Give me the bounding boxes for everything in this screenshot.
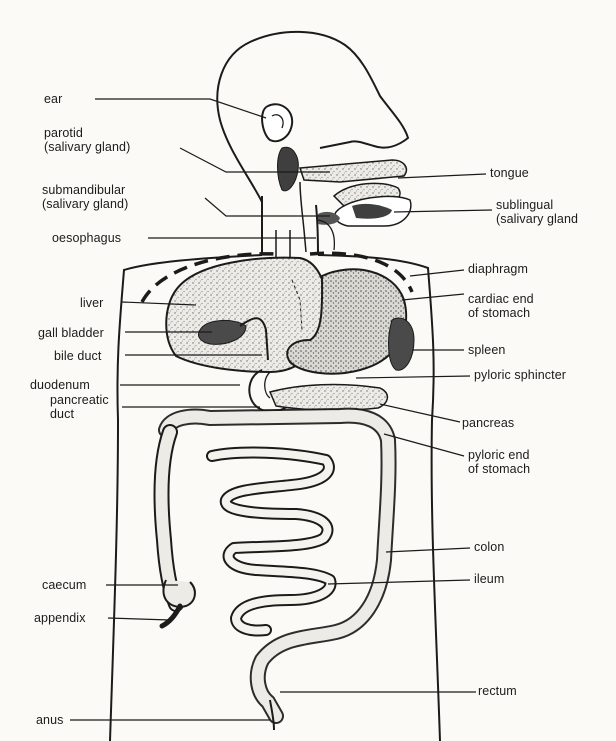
mouth-roof <box>300 160 406 182</box>
label-diaphragm: diaphragm <box>468 262 528 276</box>
label-spleen: spleen <box>468 343 505 357</box>
ear-shape <box>262 104 292 141</box>
label-oesophagus: oesophagus <box>52 231 121 245</box>
pharynx <box>300 182 306 252</box>
label-pancreas: pancreas <box>462 416 514 430</box>
pancreas-shape <box>270 385 387 411</box>
label-gall-bladder: gall bladder <box>38 326 104 340</box>
label-rectum: rectum <box>478 684 517 698</box>
spleen-shape <box>389 318 414 370</box>
label-sublingual: sublingual(salivary gland <box>496 198 578 226</box>
caecum-shape <box>163 580 194 607</box>
label-appendix: appendix <box>34 611 86 625</box>
label-caecum: caecum <box>42 578 86 592</box>
label-ear: ear <box>44 92 62 106</box>
label-submandibular: submandibular(salivary gland) <box>42 183 128 211</box>
label-anus: anus <box>36 713 64 727</box>
parotid-gland <box>278 147 299 191</box>
label-ileum: ileum <box>474 572 504 586</box>
label-tongue: tongue <box>490 166 529 180</box>
label-duodenum: duodenum <box>30 378 90 392</box>
label-bile-duct: bile duct <box>54 349 101 363</box>
label-parotid: parotid(salivary gland) <box>44 126 130 154</box>
label-pyloric-sphincter: pyloric sphincter <box>474 368 566 382</box>
neck-right <box>316 205 318 255</box>
label-liver: liver <box>80 296 103 310</box>
label-colon: colon <box>474 540 504 554</box>
